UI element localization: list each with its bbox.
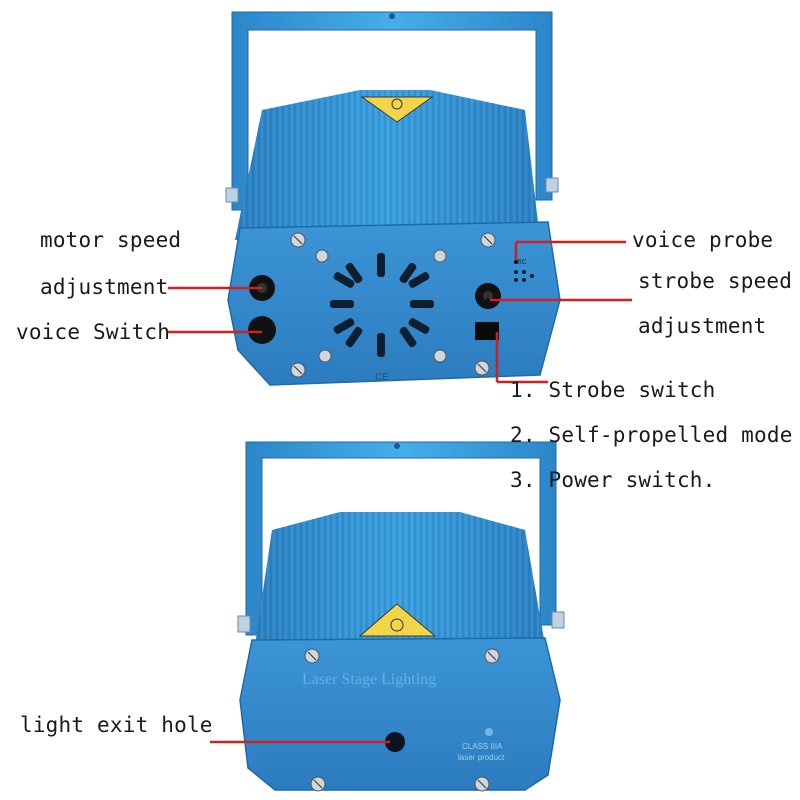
light-exit-hole (385, 732, 405, 752)
light-exit-hole-label: light exit hole (20, 713, 213, 737)
motor-speed-label-line2: adjustment (40, 275, 169, 299)
mic-label: MIC (514, 259, 527, 266)
brand-engraving: Laser Stage Lighting (302, 671, 436, 688)
voice-probe-label: voice probe (632, 228, 774, 252)
mode-option-3: 3. Power switch. (510, 468, 716, 492)
callout-lines (168, 240, 632, 744)
voice-switch-label: voice Switch (16, 320, 171, 344)
bottom-face-panel (239, 637, 561, 791)
motor-speed-label-line1: motor speed (40, 228, 182, 252)
strobe-speed-label-line1: strobe speed (638, 269, 793, 293)
mode-option-2: 2. Self-propelled mode (510, 423, 793, 447)
strobe-speed-label-line2: adjustment (638, 314, 767, 338)
mode-option-1: 1. Strobe switch (510, 378, 716, 402)
top-front-panel (227, 221, 561, 386)
top-mount-bracket (231, 11, 553, 211)
top-device: CE MIC (225, 11, 561, 386)
class-marking: CLASS IIIA (462, 742, 503, 751)
bottom-warning-label (358, 603, 437, 637)
vent-slots (330, 253, 434, 357)
mode-slide-switch (475, 322, 499, 340)
mic-holes (514, 270, 534, 282)
bottom-device: Laser Stage Lighting CLASS IIIA laser pr… (237, 441, 565, 792)
bottom-mount-bracket (245, 441, 557, 636)
voice-switch-button (248, 316, 276, 344)
laser-product-marking: laser product (458, 753, 505, 762)
ce-mark: CE (375, 372, 389, 383)
